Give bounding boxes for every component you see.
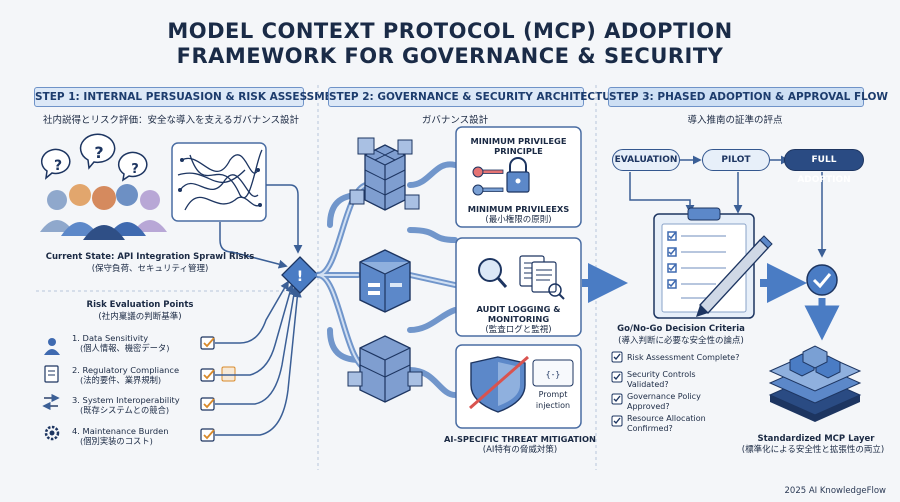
criteria-title: Go/No-Go Decision Criteria xyxy=(617,324,745,334)
privilege-caption-jp: (最小権限の原則) xyxy=(485,215,552,225)
criteria-item: Resource Allocation Confirmed? xyxy=(627,414,706,433)
criteria-item: Governance Policy Approved? xyxy=(627,392,701,411)
people-group-icon xyxy=(40,184,167,240)
pen-icon xyxy=(696,235,773,317)
warning-diamond-icon: ! xyxy=(281,256,319,294)
svg-text:!: ! xyxy=(297,269,303,285)
page-title-line-1: MODEL CONTEXT PROTOCOL (MCP) ADOPTION xyxy=(167,19,733,43)
approval-check-icon xyxy=(806,264,838,296)
mcp-layer-stack-icon xyxy=(768,345,862,422)
risk-item: 3. System Interoperability (既存システムとの競合) xyxy=(72,395,180,415)
step2-subtitle: ガバナンス設計 xyxy=(421,115,489,126)
threat-jp: (AI特有の脅威対策) xyxy=(482,445,558,455)
sync-arrows-icon xyxy=(42,393,60,411)
current-state-jp: (保守負荷、セキュリティ管理) xyxy=(91,264,209,274)
step1-header: STEP 1: INTERNAL PERSUASION & RISK ASSES… xyxy=(34,87,348,107)
svg-text:?: ? xyxy=(131,162,139,177)
prompt-injection-icon: {-} xyxy=(532,359,574,387)
svg-text:?: ? xyxy=(54,158,62,174)
prompt-injection-label: Prompt injection xyxy=(535,390,571,410)
mcp-layer-label: Standardized MCP Layer xyxy=(757,434,875,444)
privilege-title: MINIMUM PRIVILEGE PRINCIPLE xyxy=(470,136,567,156)
criteria-title-jp: (導入判断に必要な安全性の論点) xyxy=(618,336,744,346)
step2-header: STEP 2: GOVERNANCE & SECURITY ARCHITECTU… xyxy=(328,87,626,107)
cube-cluster-bottom-icon xyxy=(347,335,423,403)
risk-title-jp: (社内稟議の判断基準) xyxy=(98,312,182,322)
shield-icon xyxy=(469,355,529,413)
page-title-line-2: FRAMEWORK FOR GOVERNANCE & SECURITY xyxy=(176,44,724,68)
lock-icon xyxy=(506,157,530,193)
criteria-item: Risk Assessment Complete? xyxy=(627,353,740,362)
audit-title: AUDIT LOGGING & MONITORING xyxy=(476,304,561,324)
risk-checkboxes xyxy=(200,336,236,442)
person-icon xyxy=(44,338,60,355)
step1-subtitle: 社内説得とリスク評価：安全な導入を支えるガバナンス設計 xyxy=(42,115,300,126)
phase-evaluation: EVALUATION xyxy=(612,149,680,171)
risk-item: 4. Maintenance Burden (個別実装のコスト) xyxy=(72,426,169,446)
svg-text:{-}: {-} xyxy=(546,370,560,379)
risk-item: 2. Regulatory Compliance (法的要件、業界規制) xyxy=(72,365,180,385)
audit-jp: (監査ログと監視) xyxy=(485,325,552,335)
step3-header: STEP 3: PHASED ADOPTION & APPROVAL FLOW xyxy=(608,87,888,107)
step3-subtitle: 導入推南の証準の評点 xyxy=(687,115,783,126)
gear-icon xyxy=(44,425,60,441)
mcp-layer-jp: (標準化による安全性と拡張性の両立) xyxy=(741,445,885,455)
phase-pilot: PILOT xyxy=(702,149,770,171)
risk-item: 1. Data Sensitivity (個人情報、機密データ) xyxy=(72,333,170,353)
risk-title: Risk Evaluation Points xyxy=(86,300,194,310)
tangled-integrations-icon xyxy=(171,142,267,222)
server-core-icon xyxy=(359,249,411,313)
cube-cluster-icon xyxy=(349,137,420,211)
phase-full-adoption: FULL ADOPTION xyxy=(784,149,864,185)
key-icon xyxy=(472,166,504,196)
magnifier-icon xyxy=(478,258,508,288)
footer-credit: 2025 AI KnowledgeFlow xyxy=(784,486,887,496)
current-state-label: Current State: API Integration Sprawl Ri… xyxy=(45,252,255,262)
threat-title: AI-SPECIFIC THREAT MITIGATION xyxy=(444,434,596,444)
audit-document-icon xyxy=(519,255,565,300)
criteria-checkboxes xyxy=(611,351,623,427)
criteria-item: Security Controls Validated? xyxy=(627,370,696,389)
document-icon xyxy=(44,365,59,383)
question-bubble-icon: ? ? ? xyxy=(40,133,148,182)
svg-text:?: ? xyxy=(94,143,103,162)
privilege-caption: MINIMUM PRIVILEEXS xyxy=(467,204,570,214)
